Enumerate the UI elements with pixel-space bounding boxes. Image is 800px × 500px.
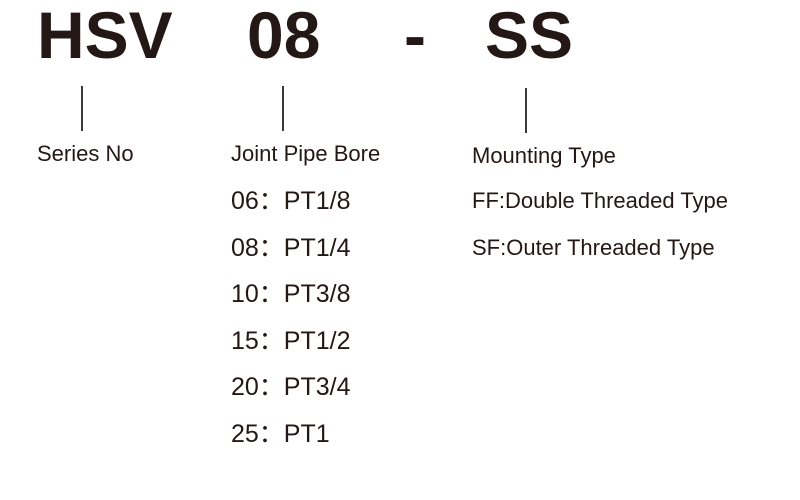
mounting-option-list: FF:Double Threaded Type SF:Outer Threade…: [472, 186, 728, 279]
series-leader-line: [81, 86, 83, 131]
mounting-label: Mounting Type: [472, 143, 616, 168]
code-mounting: SS: [485, 0, 574, 72]
bore-option: 20：PT3/4: [231, 373, 351, 402]
series-label: Series No: [37, 141, 134, 166]
bore-leader-line: [282, 86, 284, 131]
bore-option: 06：PT1/8: [231, 187, 351, 215]
bore-option: 08：PT1/4: [231, 233, 351, 262]
mounting-option: FF:Double Threaded Type: [472, 188, 729, 213]
code-series: HSV: [37, 0, 173, 72]
mounting-leader-line: [525, 88, 527, 133]
bore-label: Joint Pipe Bore: [231, 141, 381, 166]
bore-option-list: 06：PT1/8 08：PT1/4 10：PT3/8 15：PT1/2 20：P…: [231, 184, 351, 464]
bore-option: 10：PT3/8: [231, 280, 351, 309]
bore-option: 15：PT1/2: [231, 326, 351, 355]
code-bore: 08: [247, 0, 321, 72]
code-separator: -: [404, 0, 426, 72]
mounting-option: SF:Outer Threaded Type: [472, 234, 715, 260]
bore-option: 25：PT1: [231, 419, 330, 448]
